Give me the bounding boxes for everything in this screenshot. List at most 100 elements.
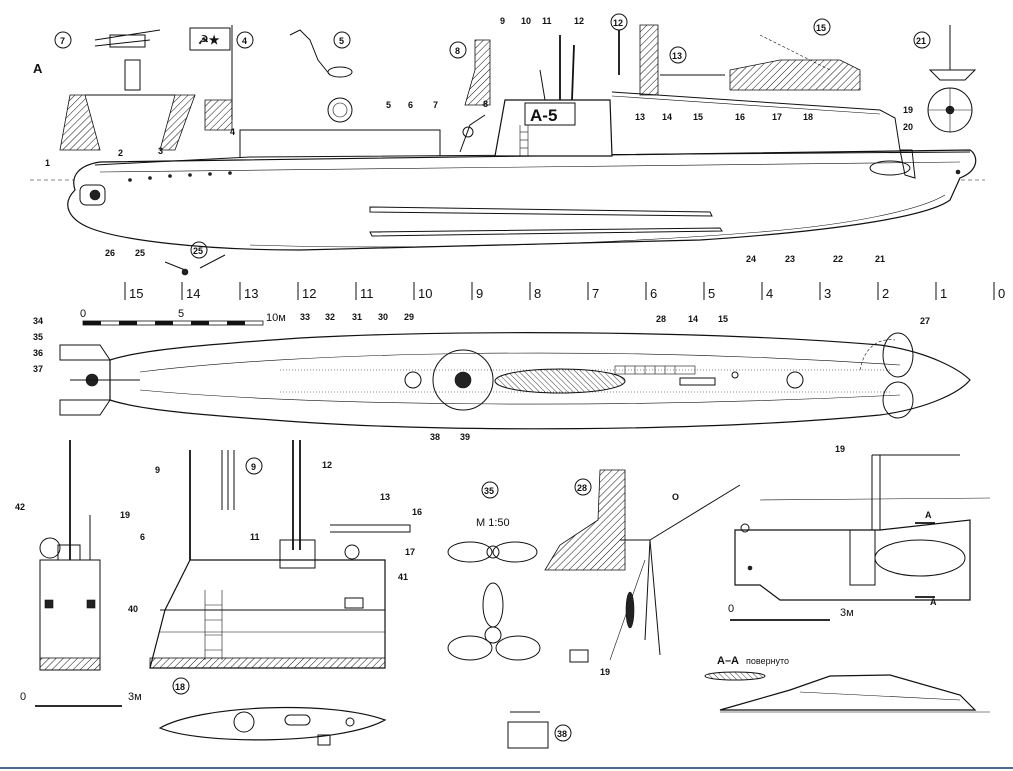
svg-text:15: 15 xyxy=(816,23,826,33)
scale-bar-right: 0 3м xyxy=(728,603,854,621)
svg-text:38: 38 xyxy=(430,432,440,442)
svg-text:8: 8 xyxy=(483,99,488,109)
svg-text:13: 13 xyxy=(672,51,682,61)
detail-12: 12 xyxy=(610,13,628,75)
station-label: 3 xyxy=(824,286,831,301)
svg-text:19: 19 xyxy=(903,105,913,115)
svg-text:8: 8 xyxy=(455,46,460,56)
svg-text:21: 21 xyxy=(875,254,885,264)
svg-text:35: 35 xyxy=(484,486,494,496)
station-label: 9 xyxy=(476,286,483,301)
svg-text:4: 4 xyxy=(242,36,247,46)
plan-view xyxy=(59,332,971,430)
station-label: 10 xyxy=(418,286,432,301)
svg-text:9: 9 xyxy=(251,462,256,472)
svg-text:37: 37 xyxy=(33,364,43,374)
side-callouts: 1 2 3 4 5 6 7 8 9 10 11 12 13 14 15 16 1… xyxy=(45,16,913,264)
svg-text:18: 18 xyxy=(175,682,185,692)
section-marker-top: А xyxy=(925,510,932,520)
svg-text:36: 36 xyxy=(33,348,43,358)
svg-text:41: 41 xyxy=(398,572,408,582)
svg-text:25: 25 xyxy=(135,248,145,258)
svg-text:O: O xyxy=(672,492,679,502)
svg-text:2: 2 xyxy=(118,148,123,158)
view-label: А xyxy=(33,61,43,76)
svg-text:34: 34 xyxy=(33,316,43,326)
detail-38: 38 xyxy=(507,711,572,749)
svg-text:12: 12 xyxy=(613,18,623,28)
detail-flag: ☭★ 4 xyxy=(189,25,254,131)
detail-25: 25 xyxy=(164,241,226,276)
detail-conning-tower: 9 9 12 13 16 17 6 11 41 40 xyxy=(128,440,422,669)
svg-text:20: 20 xyxy=(903,122,913,132)
svg-text:17: 17 xyxy=(405,547,415,557)
scale2-end: 3м xyxy=(128,691,142,703)
svg-text:39: 39 xyxy=(460,432,470,442)
scale-end: 10м xyxy=(266,312,286,324)
detail-rigging: O 19 xyxy=(569,484,741,677)
section-note: повернуто xyxy=(746,656,789,666)
svg-text:5: 5 xyxy=(386,100,391,110)
scale2-zero: 0 xyxy=(20,691,26,703)
detail-15: 15 xyxy=(729,18,861,91)
svg-text:24: 24 xyxy=(746,254,756,264)
svg-text:17: 17 xyxy=(772,112,782,122)
svg-text:6: 6 xyxy=(140,532,145,542)
plan-callouts: 34 35 36 37 33 32 31 30 29 28 14 15 27 3… xyxy=(33,312,930,442)
svg-text:25: 25 xyxy=(193,246,203,256)
station-label: 6 xyxy=(650,286,657,301)
detail-section-aa: 19 А А xyxy=(734,444,991,607)
svg-text:28: 28 xyxy=(577,483,587,493)
svg-text:5: 5 xyxy=(339,36,344,46)
scale3-end: 3м xyxy=(840,607,854,619)
svg-text:19: 19 xyxy=(835,444,845,454)
svg-text:30: 30 xyxy=(378,312,388,322)
svg-text:14: 14 xyxy=(688,314,698,324)
station-label: 11 xyxy=(360,286,374,301)
svg-text:18: 18 xyxy=(803,112,813,122)
svg-text:11: 11 xyxy=(250,532,260,542)
station-label: 8 xyxy=(534,286,541,301)
section-marker-bottom: А xyxy=(930,597,937,607)
scale-mid: 5 xyxy=(178,308,184,320)
svg-text:6: 6 xyxy=(408,100,413,110)
detail-18: 18 xyxy=(158,677,387,746)
svg-text:28: 28 xyxy=(656,314,666,324)
svg-text:13: 13 xyxy=(635,112,645,122)
svg-text:27: 27 xyxy=(920,316,930,326)
svg-text:32: 32 xyxy=(325,312,335,322)
scale-text: М 1:50 xyxy=(476,517,510,529)
detail-13: 13 xyxy=(639,24,725,96)
svg-text:23: 23 xyxy=(785,254,795,264)
svg-text:7: 7 xyxy=(60,36,65,46)
detail-21: 21 xyxy=(913,25,977,133)
detail-propellers: 35 М 1:50 xyxy=(447,481,541,661)
detail-8: 8 xyxy=(449,39,491,106)
svg-text:40: 40 xyxy=(128,604,138,614)
station-label: 15 xyxy=(129,286,143,301)
scale3-zero: 0 xyxy=(728,603,734,615)
svg-text:3: 3 xyxy=(158,146,163,156)
svg-text:29: 29 xyxy=(404,312,414,322)
svg-text:16: 16 xyxy=(412,507,422,517)
svg-text:14: 14 xyxy=(662,112,672,122)
svg-text:4: 4 xyxy=(230,127,235,137)
svg-text:12: 12 xyxy=(322,460,332,470)
station-label: 4 xyxy=(766,286,773,301)
scale-zero: 0 xyxy=(80,308,86,320)
boat-name: А-5 xyxy=(530,106,557,125)
station-label: 0 xyxy=(998,286,1005,301)
svg-text:11: 11 xyxy=(542,16,552,26)
station-label: 1 xyxy=(940,286,947,301)
svg-text:7: 7 xyxy=(433,100,438,110)
svg-text:15: 15 xyxy=(693,112,703,122)
station-label: 2 xyxy=(882,286,889,301)
svg-text:19: 19 xyxy=(120,510,130,520)
svg-text:13: 13 xyxy=(380,492,390,502)
side-view: А-5 xyxy=(30,35,985,251)
svg-text:21: 21 xyxy=(916,36,926,46)
station-label: 13 xyxy=(244,286,258,301)
detail-28: 28 xyxy=(544,469,626,571)
svg-text:33: 33 xyxy=(300,312,310,322)
